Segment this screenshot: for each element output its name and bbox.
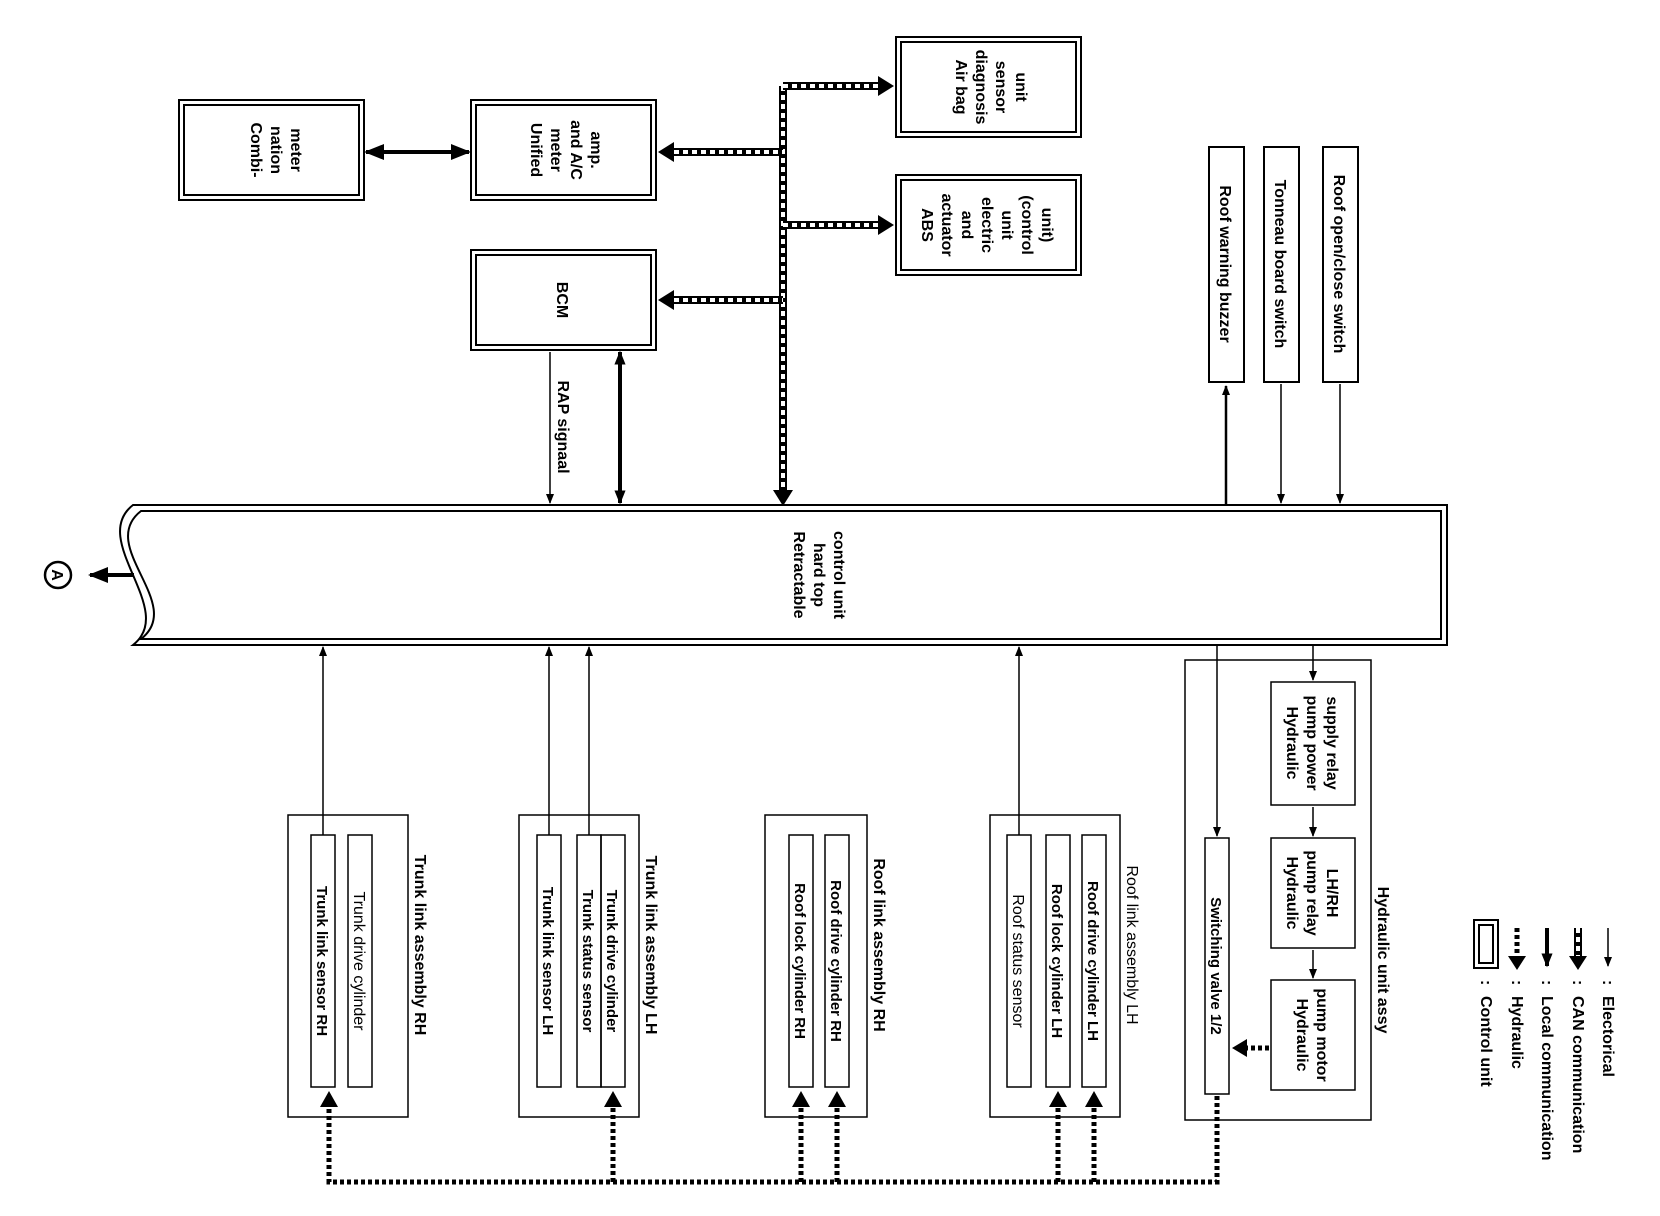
combination-meter-label-3: meter [287,128,304,172]
pump-power-relay-label-2: pump power [1303,695,1320,790]
trunk-link-sensor-rh: Trunk link sensor RH [313,886,330,1036]
roof-warning-buzzer: Roof warning buzzer [1208,146,1245,383]
legend-sep-2: : [1569,980,1586,985]
roof-open-close-switch: Roof open/close switch [1322,146,1359,383]
trunk-drive-cylinder-rh: Trunk drive cylinder [350,891,367,1031]
roof-drive-cylinder-lh: Roof drive cylinder LH [1084,881,1101,1041]
legend-sep-3: : [1538,980,1555,985]
trunk-link-assembly-lh: Trunk link assembly LH Trunk drive cylin… [518,814,659,1118]
unified-meter-label-2: meter [547,128,564,172]
legend-hydraulic: Hydraulic [1508,996,1525,1069]
hydraulic-unit-label: Hydraulic unit assy [1374,887,1391,1034]
legend-sep-4: : [1508,980,1525,985]
roof-link-lh-label: Roof link assembly LH [1123,865,1140,1024]
abs-label-2: actuator [938,193,955,256]
legend-electrical: Electorical [1599,996,1616,1077]
switching-valve-label: Switching valve 1/2 [1207,897,1224,1035]
abs-label-7: unit) [1038,208,1055,243]
hydraulic-arrowheads [320,1091,1103,1107]
abs-label-1: ABS [918,208,935,242]
pump-relay-label-2: pump relay [1303,850,1320,935]
roof-warning-buzzer-label: Roof warning buzzer [1216,185,1233,342]
control-unit-label-3: control unit [830,531,847,620]
pump-relay-label-3: LH/RH [1323,869,1340,918]
control-unit-label-1: Retractable [790,531,807,618]
roof-link-assembly-lh: Roof link assembly LH Roof drive cylinde… [989,814,1140,1118]
abs-label-3: and [958,211,975,239]
combination-meter-label-2: nation [267,126,284,174]
airbag-label-2: diagnosis [972,50,989,125]
unified-meter-label-3: and A/C [567,120,584,180]
legend-can: CAN communication [1569,996,1586,1153]
roof-open-close-switch-label: Roof open/close switch [1330,175,1347,354]
abs-label-6: (control [1018,195,1035,255]
bcm-label: BCM [553,282,570,318]
airbag-label-1: Air bag [952,59,969,114]
unified-meter-block: Unified meter and A/C amp. [470,99,657,201]
roof-drive-cylinder-rh: Roof drive cylinder RH [827,880,844,1042]
airbag-label-4: unit [1012,72,1029,102]
trunk-link-rh-label: Trunk link assembly RH [411,855,428,1036]
roof-lock-cylinder-lh: Roof lock cylinder LH [1048,884,1065,1038]
tonneau-board-switch: Tonneau board switch [1263,146,1300,383]
hydraulic-unit-assy: Hydraulic unit assy Hydraulic pump power… [1184,659,1391,1121]
bcm-block: BCM [470,249,657,351]
pump-motor-label-1: Hydraulic [1293,999,1310,1072]
abs-label-5: unit [998,210,1015,240]
abs-label-4: electric [978,197,995,253]
roof-lock-cylinder-rh: Roof lock cylinder RH [791,883,808,1039]
hard-top-control-unit: Retractable hard top control unit [119,504,1448,646]
legend-sep-1: : [1599,980,1616,985]
connector-a: A [43,560,134,590]
roof-link-rh-label: Roof link assembly RH [870,858,887,1031]
unified-meter-label-1: Unified [527,123,544,177]
combination-meter-block: Combi- nation meter [178,99,365,201]
legend: : Electorical : CAN communication : Loca… [1473,919,1616,1160]
can-bus [658,76,894,506]
pump-motor-label-2: pump motor [1313,988,1330,1081]
trunk-link-lh-label: Trunk link assembly LH [642,856,659,1035]
tonneau-board-switch-label: Tonneau board switch [1271,180,1288,349]
pump-relay-label-1: Hydraulic [1283,857,1300,930]
legend-control-unit: Control unit [1477,996,1494,1087]
airbag-label-3: sensor [992,61,1009,113]
connector-a-label: A [48,569,65,581]
unified-meter-label-4: amp. [587,131,604,168]
airbag-unit-block: Air bag diagnosis sensor unit [895,36,1082,138]
rap-signal-label: RAP signaal [554,380,571,473]
trunk-drive-cylinder-lh: Trunk drive cylinder [603,890,620,1033]
trunk-link-sensor-lh: Trunk link sensor LH [539,887,556,1035]
pump-power-relay-label-1: Hydraulic [1283,707,1300,780]
control-unit-label-2: hard top [810,543,827,607]
combination-meter-label-1: Combi- [247,122,264,177]
trunk-link-assembly-rh: Trunk link assembly RH Trunk drive cylin… [287,814,428,1118]
roof-status-sensor: Roof status sensor [1009,894,1026,1028]
pump-power-relay-label-3: supply relay [1323,696,1340,789]
abs-unit-block: ABS actuator and electric unit (control … [895,174,1082,276]
legend-sep-5: : [1477,980,1494,985]
roof-link-assembly-rh: Roof link assembly RH Roof drive cylinde… [764,814,887,1118]
trunk-status-sensor: Trunk status sensor [579,890,596,1033]
legend-local: Local communication [1538,996,1555,1160]
hydraulic-lines [326,1096,1220,1185]
